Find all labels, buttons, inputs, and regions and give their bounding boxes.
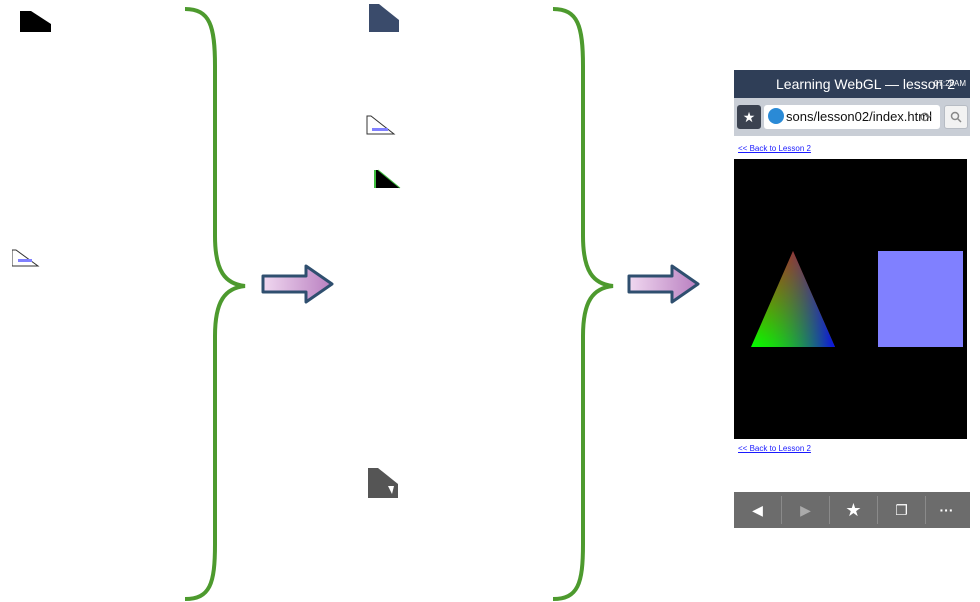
arrow-right-2 (627, 264, 700, 304)
add-bookmark-icon[interactable]: ★ (845, 500, 862, 520)
back-link-bottom[interactable]: << Back to Lesson 2 (738, 444, 811, 453)
back-icon[interactable]: ◀ (752, 502, 763, 518)
fragment-gray-tile (368, 468, 398, 498)
arrow-right-1 (261, 264, 334, 304)
url-input[interactable] (764, 105, 940, 129)
separator (829, 496, 830, 524)
separator (925, 496, 926, 524)
blue-square (878, 251, 963, 347)
more-icon[interactable]: ··· (939, 502, 954, 518)
brace-right (552, 7, 614, 601)
fragment-blue-tile (12, 249, 40, 267)
fragment-white-tile (366, 115, 396, 135)
bookmark-star-icon[interactable]: ★ (737, 105, 761, 129)
webgl-canvas (734, 159, 967, 439)
browser-titlebar: Learning WebGL — lesson 2 07:28AM (734, 70, 970, 98)
status-clock: 07:28AM (933, 79, 966, 88)
forward-icon[interactable]: ▶ (800, 502, 811, 518)
browser-toolbar: ◀ ▶ ★ ❐ ··· (734, 492, 970, 528)
fragment-navy-tile (369, 4, 399, 32)
back-link-top[interactable]: << Back to Lesson 2 (738, 144, 811, 153)
webgl-scene (751, 251, 963, 347)
tabs-icon[interactable]: ❐ (895, 502, 908, 518)
search-icon[interactable] (944, 105, 968, 129)
separator (781, 496, 782, 524)
page-title: Learning WebGL — lesson 2 (776, 76, 955, 92)
phone-screenshot: Learning WebGL — lesson 2 07:28AM ★ sons… (734, 70, 970, 528)
brace-left (184, 7, 246, 601)
reload-icon[interactable]: ⟳ (920, 109, 932, 125)
fragment-green-tile (374, 169, 401, 189)
magnifier-icon (950, 111, 962, 123)
globe-icon (768, 108, 784, 124)
fragment-black-tile (20, 11, 51, 32)
url-text: sons/lesson02/index.html (786, 109, 932, 124)
separator (877, 496, 878, 524)
